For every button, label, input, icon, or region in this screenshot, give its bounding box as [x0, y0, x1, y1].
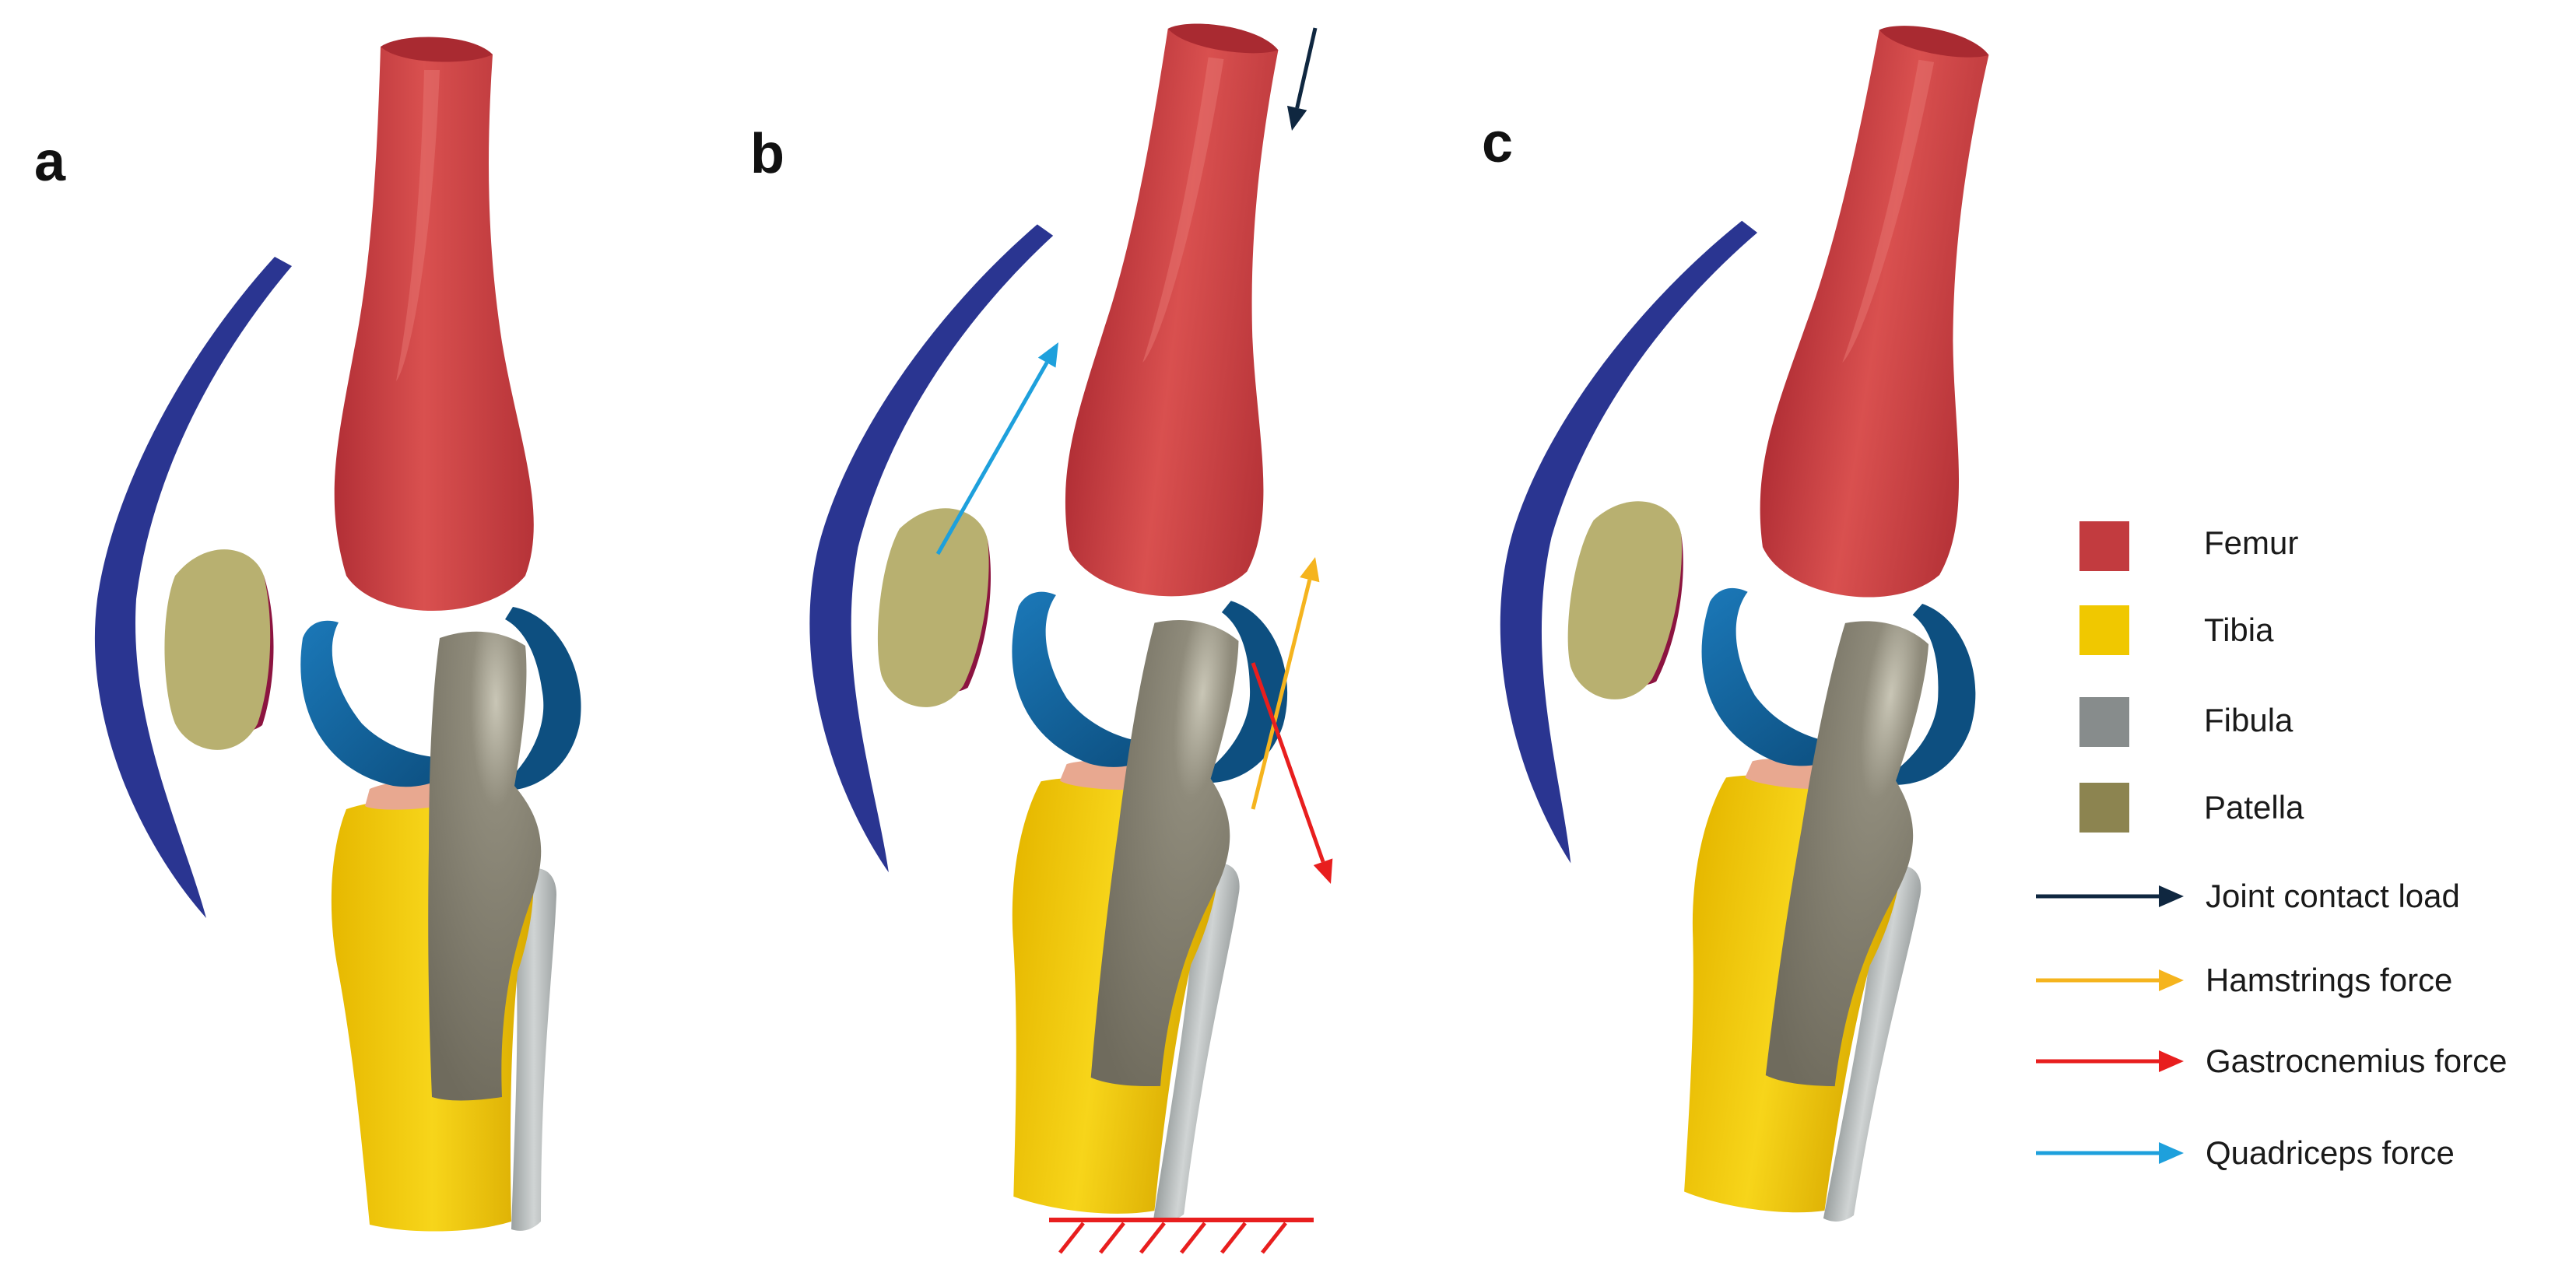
legend: Femur Tibia Fibula Patella Joint contact…: [2036, 521, 2507, 1171]
medial-meniscus-c: [1701, 587, 1855, 766]
knee-models: [94, 23, 1989, 1232]
legend-swatch-fibula: [2079, 697, 2129, 747]
femur-cut-face-a: [381, 37, 493, 62]
knee-model-b: [809, 23, 1288, 1222]
ground-hatch: [1220, 1222, 1247, 1254]
legend-label-quadriceps: Quadriceps force: [2206, 1134, 2455, 1171]
legend-arrow-joint-contact: [2036, 885, 2184, 907]
lateral-meniscus-b: [1193, 601, 1288, 783]
quadriceps-tendon-c: [1500, 220, 1758, 864]
panel-label-c: c: [1482, 112, 1513, 174]
legend-swatch-femur: [2079, 521, 2129, 571]
lateral-meniscus-a: [497, 607, 581, 791]
ground-hatch: [1261, 1222, 1287, 1254]
lateral-meniscus-c: [1878, 604, 1976, 785]
femur-highlight-a: [396, 70, 440, 381]
femur-highlight-c: [1842, 59, 1935, 363]
medial-meniscus-b: [1012, 591, 1168, 767]
hamstrings-force-arrow: [1251, 557, 1320, 810]
fibular-ligament-c: [1765, 621, 1929, 1087]
legend-arrow-gastrocnemius: [2036, 1050, 2184, 1072]
legend-label-tibia: Tibia: [2204, 612, 2274, 648]
medial-meniscus-a: [300, 620, 468, 787]
legend-label-hamstrings: Hamstrings force: [2206, 962, 2452, 998]
quadriceps-tendon-a: [94, 257, 292, 918]
patella-a: [164, 549, 271, 750]
knee-model-a: [94, 37, 581, 1232]
femur-c: [1760, 30, 1989, 598]
femur-cut-face-c: [1879, 26, 1989, 58]
patella-c: [1567, 501, 1682, 699]
legend-label-patella: Patella: [2204, 789, 2304, 826]
fibular-ligament-a: [428, 631, 542, 1101]
legend-label-fibula: Fibula: [2204, 702, 2293, 738]
femur-a: [334, 44, 534, 611]
fibula-c: [1823, 865, 1921, 1222]
legend-arrow-quadriceps: [2036, 1142, 2184, 1164]
femur-highlight-b: [1142, 57, 1224, 363]
ground-hatch: [1058, 1222, 1085, 1254]
fixed-ground-support: [1049, 1218, 1314, 1254]
quadriceps-tendon-b: [809, 224, 1054, 873]
joint-contact-load-arrow: [1286, 27, 1318, 131]
ground-hatch: [1099, 1222, 1125, 1254]
fibula-b: [1153, 863, 1240, 1222]
patella-b: [877, 508, 989, 707]
knee-model-c: [1500, 26, 1989, 1222]
force-arrows: [935, 27, 1333, 884]
gastrocnemius-force-arrow: [1251, 662, 1333, 884]
legend-label-joint-contact: Joint contact load: [2206, 878, 2460, 914]
fibular-ligament-b: [1090, 620, 1239, 1087]
legend-label-femur: Femur: [2204, 524, 2298, 561]
panel-label-b: b: [750, 123, 784, 185]
legend-label-gastrocnemius: Gastrocnemius force: [2206, 1043, 2507, 1079]
femur-cut-face-b: [1167, 23, 1279, 54]
ground-hatch: [1139, 1222, 1166, 1254]
legend-swatch-tibia: [2079, 605, 2129, 655]
femur-b: [1065, 28, 1279, 597]
ground-hatch: [1180, 1222, 1206, 1254]
legend-swatch-patella: [2079, 783, 2129, 833]
fibula-a: [511, 868, 556, 1231]
legend-arrow-hamstrings: [2036, 969, 2184, 991]
panel-label-a: a: [34, 131, 66, 193]
quadriceps-force-arrow: [935, 342, 1058, 556]
